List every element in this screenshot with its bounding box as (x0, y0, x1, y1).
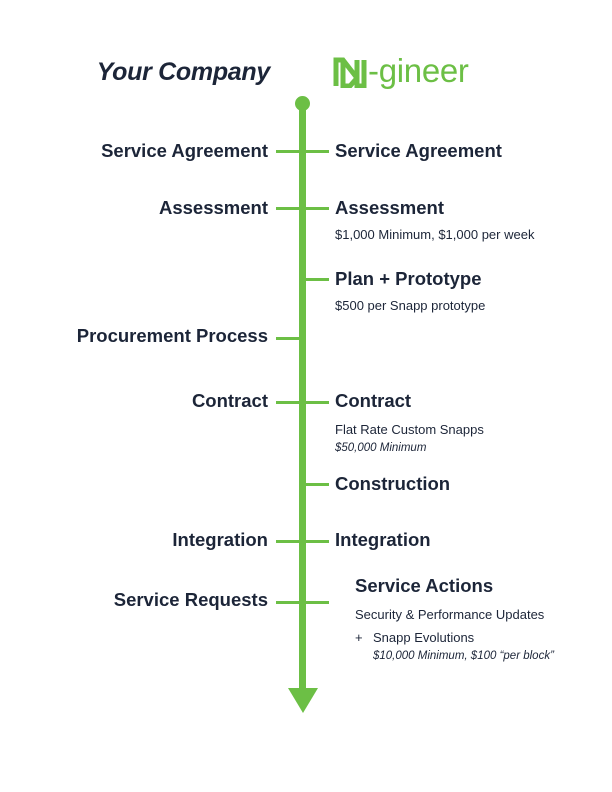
ngineer-logo: -gineer (333, 52, 469, 92)
contract-detail: Flat Rate Custom Snapps (335, 422, 484, 437)
plus-symbol: + (355, 630, 363, 645)
left-procurement-process: Procurement Process (76, 325, 268, 346)
ngineer-wordmark: -gineer (368, 51, 469, 89)
your-company-heading: Your Company (96, 58, 271, 86)
tick-construction (306, 483, 329, 486)
snapp-evolutions: Snapp Evolutions (373, 630, 475, 645)
left-contract: Contract (191, 390, 268, 411)
left-integration: Integration (172, 529, 268, 550)
timeline-arrow-head (288, 688, 318, 713)
right-assessment: Assessment (335, 197, 445, 218)
right-contract: Contract (335, 390, 412, 411)
service-actions-detail: Security & Performance Updates (355, 607, 545, 622)
tick-service-requests (276, 601, 329, 604)
timeline-start-dot (295, 96, 310, 111)
tick-service-agreement (276, 150, 329, 153)
assessment-pricing: $1,000 Minimum, $1,000 per week (335, 227, 535, 242)
ngineer-n-logo-icon (333, 57, 367, 88)
left-service-agreement: Service Agreement (101, 140, 268, 161)
timeline-spine (299, 104, 306, 696)
right-construction: Construction (335, 473, 451, 494)
tick-plan-prototype (306, 278, 329, 281)
tick-assessment (276, 207, 329, 210)
snapp-evolutions-pricing: $10,000 Minimum, $100 “per block” (373, 650, 554, 662)
right-plan-prototype: Plan + Prototype (335, 268, 482, 289)
left-service-requests: Service Requests (113, 589, 268, 610)
right-service-agreement: Service Agreement (335, 140, 502, 161)
plan-prototype-pricing: $500 per Snapp prototype (335, 298, 486, 313)
left-assessment: Assessment (158, 197, 268, 218)
contract-minimum: $50,000 Minimum (335, 442, 427, 454)
right-integration: Integration (335, 529, 431, 550)
tick-integration (276, 540, 329, 543)
right-service-actions: Service Actions (355, 575, 494, 596)
tick-contract (276, 401, 329, 404)
tick-procurement-process (276, 337, 299, 340)
